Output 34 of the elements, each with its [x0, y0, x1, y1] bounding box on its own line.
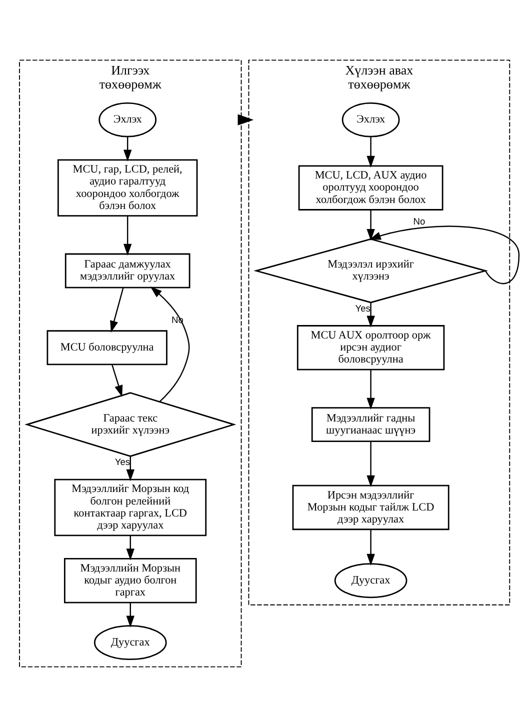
- node-box: MCU AUX оролтоор орж ирсэн аудиог боловсруулна: [296, 325, 445, 370]
- arrow: [366, 136, 375, 168]
- arrow: [150, 286, 190, 402]
- node-box: MCU, гар, LCD, релей, аудио гаралтууд хоорондоо холбогдож бэлэн болох: [57, 159, 198, 216]
- node-ellipse: Эхлэх: [98, 102, 157, 138]
- arrow: [126, 602, 134, 628]
- arrow: [111, 364, 123, 398]
- node-ellipse: Эхлэх: [342, 102, 400, 138]
- node-box: Мэдээллийг гадны шуугианаас шүүнэ: [311, 407, 430, 442]
- node-diamond: Гараас текс ирэхийг хүлээнэ: [24, 392, 236, 457]
- node-ellipse: Дуусгах: [334, 563, 408, 598]
- arrow: [366, 441, 375, 488]
- arrow: [123, 136, 132, 162]
- arrow: [366, 302, 375, 328]
- arrow: [126, 536, 134, 560]
- edge-label: No: [413, 216, 426, 227]
- arrow: [366, 370, 375, 410]
- node-box: MCU боловсруулна: [46, 330, 168, 366]
- edge-label: Yes: [355, 303, 370, 314]
- arrow: [369, 226, 520, 284]
- node-box: Ирсэн мэдээллийг Морзын кодыг тайлж LCD дээр харуулах: [292, 484, 450, 530]
- arrow: [123, 216, 132, 256]
- node-box: Мэдээллийг Морзын код болгон релейний контактаар гаргах, LCD дээр харуулах: [54, 478, 207, 536]
- node-diamond: Мэдээлэл ирэхийг хүлээнэ: [254, 238, 488, 304]
- node-box: Гараас дамжуулах мэдээллийг оруулах: [64, 253, 190, 288]
- node-ellipse: Дуусгах: [94, 625, 167, 660]
- arrow: [366, 529, 375, 566]
- node-box: MCU, LCD, AUX аудио оролтууд хоорондоо холбогдож бэлэн болох: [298, 165, 444, 210]
- arrow: [238, 114, 254, 126]
- arrow: [126, 456, 134, 482]
- edge-label: Yes: [114, 456, 130, 467]
- node-box: Мэдээллийн Морзын кодыг аудио болгон гаргах: [64, 558, 197, 604]
- arrow: [110, 287, 124, 333]
- arrow: [366, 210, 375, 241]
